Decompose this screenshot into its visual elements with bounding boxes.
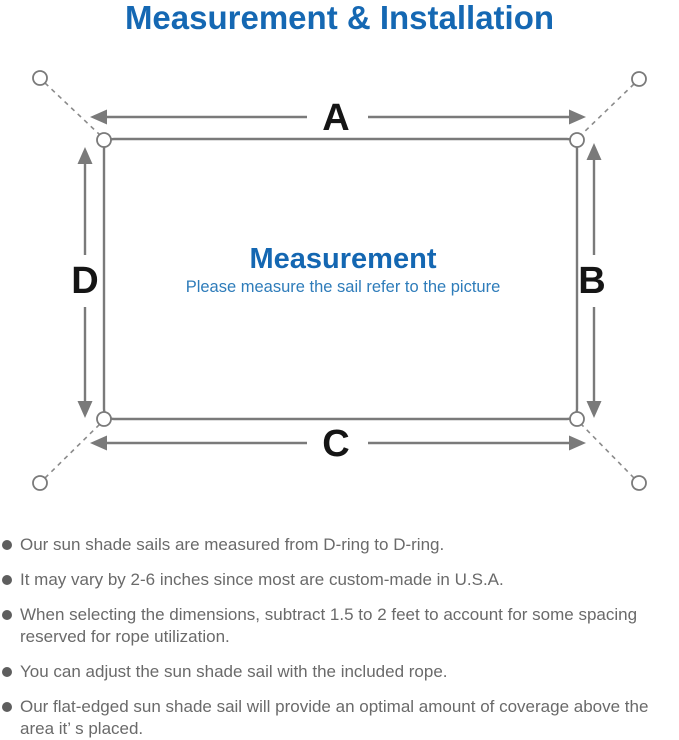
anchor-ring-top-left <box>32 70 48 86</box>
measurement-diagram: A C D B Measurement Please measure the s… <box>32 70 647 491</box>
diagram-subheading: Please measure the sail refer to the pic… <box>186 278 501 296</box>
note-text: It may vary by 2-6 inches since most are… <box>20 570 504 589</box>
arrowhead-b-down <box>586 401 602 418</box>
note-item: It may vary by 2-6 inches since most are… <box>2 569 657 591</box>
rope-line-top-right <box>580 83 635 136</box>
note-text: You can adjust the sun shade sail with t… <box>20 662 448 681</box>
diagram-heading: Measurement <box>250 243 437 275</box>
arrowhead-a-right <box>569 109 586 125</box>
arrowhead-a-left <box>90 109 107 125</box>
arrowhead-c-left <box>90 435 107 451</box>
note-text: Our flat-edged sun shade sail will provi… <box>20 697 649 738</box>
anchor-ring-bottom-right <box>631 475 647 491</box>
rope-line-bottom-left <box>44 423 101 479</box>
rope-line-top-left <box>44 82 101 136</box>
note-text: When selecting the dimensions, subtract … <box>20 605 638 646</box>
dim-label-d: D <box>71 260 98 302</box>
notes-list: Our sun shade sails are measured from D-… <box>0 534 679 740</box>
sail-outline <box>102 137 579 421</box>
arrowhead-b-up <box>586 143 602 160</box>
bullet-dot-icon <box>2 575 12 585</box>
note-item: When selecting the dimensions, subtract … <box>2 604 657 648</box>
d-ring-top-left <box>96 132 112 148</box>
anchor-ring-top-right <box>631 71 647 87</box>
dim-label-c: C <box>322 423 349 465</box>
arrowhead-d-up <box>77 147 93 164</box>
arrowhead-c-right <box>569 435 586 451</box>
note-item: You can adjust the sun shade sail with t… <box>2 661 657 683</box>
dim-label-a: A <box>322 97 349 139</box>
rope-line-bottom-right <box>580 423 635 479</box>
dim-label-b: B <box>578 260 605 302</box>
anchor-ring-bottom-left <box>32 475 48 491</box>
note-item: Our sun shade sails are measured from D-… <box>2 534 657 556</box>
bullet-dot-icon <box>2 610 12 620</box>
d-ring-bottom-right <box>569 411 585 427</box>
d-ring-bottom-left <box>96 411 112 427</box>
note-text: Our sun shade sails are measured from D-… <box>20 535 445 554</box>
d-ring-top-right <box>569 132 585 148</box>
page-title: Measurement & Installation <box>124 0 555 36</box>
bullet-dot-icon <box>2 540 12 550</box>
bullet-dot-icon <box>2 667 12 677</box>
bullet-dot-icon <box>2 702 12 712</box>
note-item: Our flat-edged sun shade sail will provi… <box>2 696 657 740</box>
arrowhead-d-down <box>77 401 93 418</box>
